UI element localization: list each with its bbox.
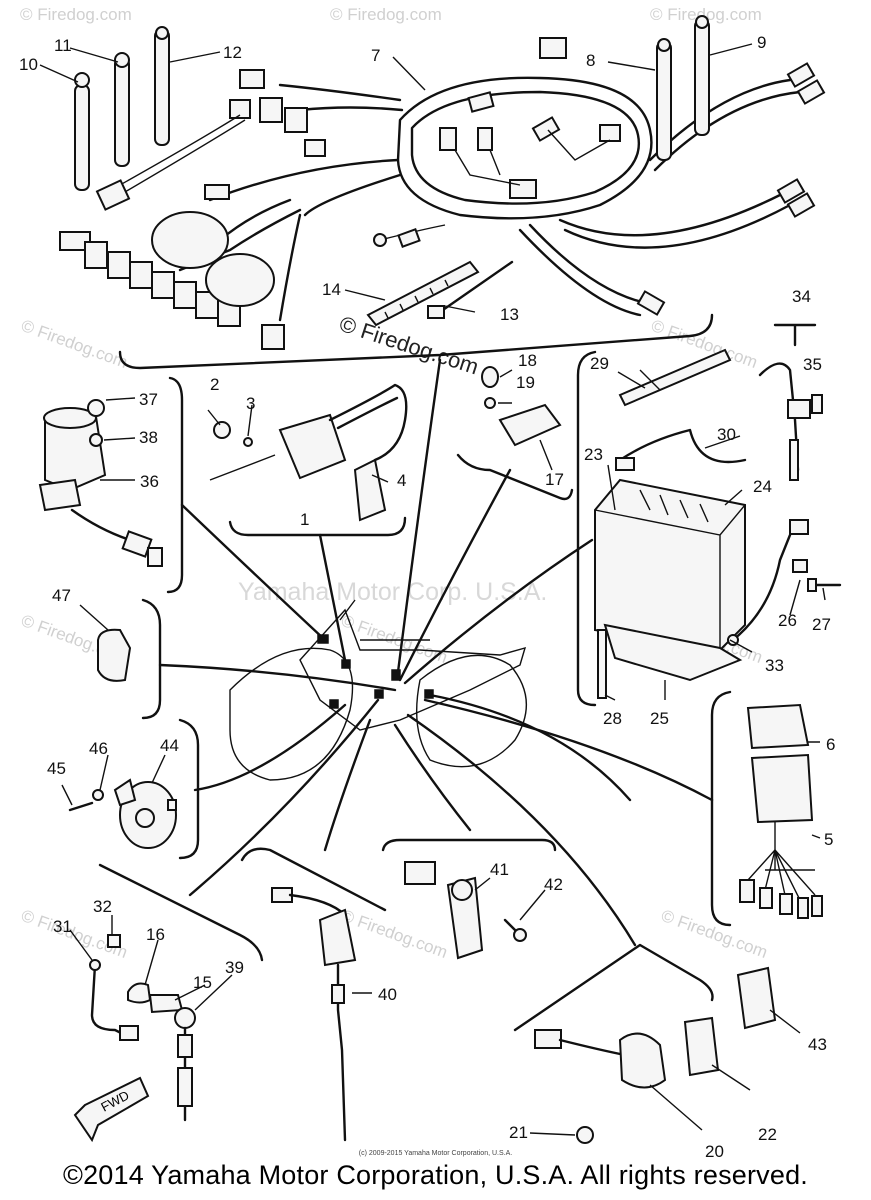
part-label-14: 14 <box>322 280 341 299</box>
part-label-1: 1 <box>300 510 309 529</box>
part-label-45: 45 <box>47 759 66 778</box>
part-label-33: 33 <box>765 656 784 675</box>
part-label-40: 40 <box>378 985 397 1004</box>
part-label-18: 18 <box>518 351 537 370</box>
part-label-34: 34 <box>792 287 811 306</box>
part-label-7: 7 <box>371 46 380 65</box>
part-label-23: 23 <box>584 445 603 464</box>
part-label-38: 38 <box>139 428 158 447</box>
part-label-44: 44 <box>160 736 179 755</box>
lower-left-group: FWD <box>69 863 264 1143</box>
left-groups <box>38 376 200 860</box>
motorcycle-center <box>158 358 714 947</box>
part-label-24: 24 <box>753 477 772 496</box>
part-label-27: 27 <box>812 615 831 634</box>
part-label-26: 26 <box>778 611 797 630</box>
part-label-42: 42 <box>544 875 563 894</box>
fwd-arrow-icon <box>73 1076 150 1143</box>
lower-center-group <box>240 838 557 1142</box>
part-label-22: 22 <box>758 1125 777 1144</box>
footer-copyright: ©2014 Yamaha Motor Corporation, U.S.A. A… <box>62 1160 809 1190</box>
part-labels: 1 2 3 4 5 6 7 8 9 10 11 12 13 14 15 16 1… <box>19 33 835 1161</box>
part-label-39: 39 <box>225 958 244 977</box>
relay-group <box>456 366 574 501</box>
watermark: © Firedog.com <box>19 316 130 372</box>
watermark: © Firedog.com <box>330 5 442 24</box>
watermark: © Firedog.com <box>20 5 132 24</box>
watermark-inline: © Firedog.com <box>336 311 481 379</box>
ignition-coil-group <box>207 383 408 537</box>
lower-right-group <box>513 943 801 1144</box>
part-label-19: 19 <box>516 373 535 392</box>
part-label-11: 11 <box>54 36 72 55</box>
part-label-17: 17 <box>545 470 564 489</box>
part-label-31: 31 <box>53 917 72 936</box>
part-label-13: 13 <box>500 305 519 324</box>
part-label-3: 3 <box>246 394 255 413</box>
part-label-36: 36 <box>140 472 159 491</box>
part-label-8: 8 <box>586 51 595 70</box>
part-label-30: 30 <box>717 425 736 444</box>
watermark: © Firedog.com <box>339 906 450 962</box>
small-copyright: (c) 2009-2015 Yamaha Motor Corporation, … <box>358 1150 513 1157</box>
part-label-10: 10 <box>19 55 38 74</box>
watermark: © Firedog.com <box>650 5 762 24</box>
part-label-2: 2 <box>210 375 219 394</box>
watermark: © Firedog.com <box>19 906 130 962</box>
part-label-47: 47 <box>52 586 71 605</box>
part-label-9: 9 <box>757 33 766 52</box>
watermark-center: Yamaha Motor Corp. U.S.A. <box>238 578 547 606</box>
part-label-46: 46 <box>89 739 108 758</box>
part-label-28: 28 <box>603 709 622 728</box>
part-label-15: 15 <box>193 973 212 992</box>
part-label-20: 20 <box>705 1142 724 1161</box>
part-label-12: 12 <box>223 43 242 62</box>
part-label-6: 6 <box>826 735 835 754</box>
main-harness-group <box>39 15 826 370</box>
part-label-29: 29 <box>590 354 609 373</box>
part-label-5: 5 <box>824 830 833 849</box>
battery-group <box>576 323 842 707</box>
part-label-37: 37 <box>139 390 158 409</box>
part-label-43: 43 <box>808 1035 827 1054</box>
part-label-4: 4 <box>397 471 406 490</box>
right-group <box>710 690 823 927</box>
part-label-32: 32 <box>93 897 112 916</box>
part-label-35: 35 <box>803 355 822 374</box>
part-label-25: 25 <box>650 709 669 728</box>
part-label-21: 21 <box>509 1123 528 1142</box>
part-label-41: 41 <box>490 860 509 879</box>
part-label-16: 16 <box>146 925 165 944</box>
